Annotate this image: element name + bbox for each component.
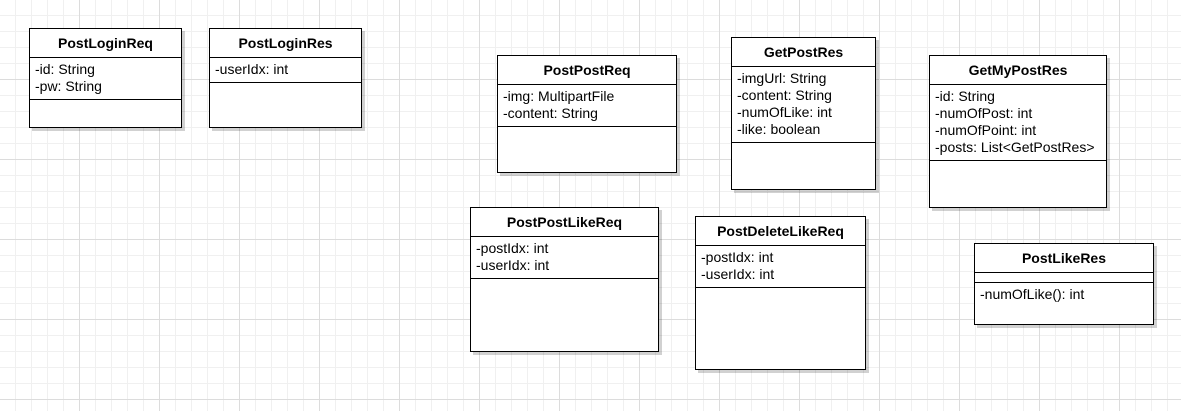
attribute: -numOfLike: int xyxy=(737,104,832,120)
class-post-login-res[interactable]: PostLoginRes -userIdx: int xyxy=(209,28,362,128)
method: -numOfLike(): int xyxy=(980,286,1085,302)
attribute: -numOfPost: int xyxy=(935,105,1033,121)
attribute: -userIdx: int xyxy=(215,61,289,77)
method-list: -numOfLike(): int xyxy=(975,283,1153,324)
attribute: -like: boolean xyxy=(737,121,821,137)
method-list xyxy=(696,288,865,369)
class-post-post-like-req[interactable]: PostPostLikeReq -postIdx: int -userIdx: … xyxy=(470,207,659,352)
class-post-login-req[interactable]: PostLoginReq -id: String -pw: String xyxy=(29,28,182,128)
class-post-post-req[interactable]: PostPostReq -img: MultipartFile -content… xyxy=(497,55,677,173)
class-name: PostDeleteLikeReq xyxy=(696,217,865,246)
attribute: -userIdx: int xyxy=(701,266,775,282)
attribute-list: -id: String -numOfPost: int -numOfPoint:… xyxy=(930,85,1106,161)
attribute-list: -imgUrl: String -content: String -numOfL… xyxy=(732,67,875,143)
class-name: GetPostRes xyxy=(732,38,875,67)
class-get-post-res[interactable]: GetPostRes -imgUrl: String -content: Str… xyxy=(731,37,876,190)
attribute: -img: MultipartFile xyxy=(503,88,615,104)
attribute: -userIdx: int xyxy=(476,257,550,273)
attribute: -postIdx: int xyxy=(476,240,549,256)
attribute-list: -userIdx: int xyxy=(210,58,361,83)
class-name: PostLikeRes xyxy=(975,244,1153,273)
attribute-list xyxy=(975,273,1153,283)
attribute: -postIdx: int xyxy=(701,249,774,265)
attribute: -id: String xyxy=(35,61,95,77)
method-list xyxy=(30,100,181,127)
attribute: -pw: String xyxy=(35,78,102,94)
attribute: -content: String xyxy=(737,87,832,103)
attribute: -content: String xyxy=(503,105,598,121)
attribute-list: -postIdx: int -userIdx: int xyxy=(471,237,658,279)
method-list xyxy=(930,161,1106,207)
class-post-delete-like-req[interactable]: PostDeleteLikeReq -postIdx: int -userIdx… xyxy=(695,216,866,370)
class-get-my-post-res[interactable]: GetMyPostRes -id: String -numOfPost: int… xyxy=(929,55,1107,208)
attribute: -imgUrl: String xyxy=(737,70,827,86)
method-list xyxy=(471,279,658,351)
attribute-list: -postIdx: int -userIdx: int xyxy=(696,246,865,288)
attribute: -posts: List<GetPostRes> xyxy=(935,139,1095,155)
method-list xyxy=(498,127,676,172)
class-name: PostLoginReq xyxy=(30,29,181,58)
method-list xyxy=(732,143,875,189)
attribute: -id: String xyxy=(935,88,995,104)
class-name: PostPostReq xyxy=(498,56,676,85)
attribute: -numOfPoint: int xyxy=(935,122,1037,138)
method-list xyxy=(210,83,361,127)
attribute-list: -id: String -pw: String xyxy=(30,58,181,100)
attribute-list: -img: MultipartFile -content: String xyxy=(498,85,676,127)
class-name: PostPostLikeReq xyxy=(471,208,658,237)
class-name: PostLoginRes xyxy=(210,29,361,58)
class-name: GetMyPostRes xyxy=(930,56,1106,85)
class-post-like-res[interactable]: PostLikeRes -numOfLike(): int xyxy=(974,243,1154,325)
